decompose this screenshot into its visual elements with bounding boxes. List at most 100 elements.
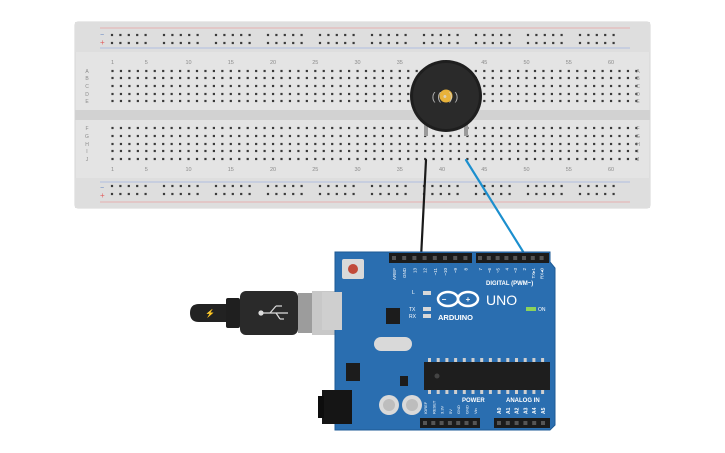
breadboard-hole[interactable] <box>381 69 384 73</box>
breadboard-hole[interactable] <box>153 76 156 80</box>
breadboard-hole[interactable] <box>356 126 359 130</box>
breadboard-hole[interactable] <box>145 149 148 153</box>
breadboard-hole[interactable] <box>238 142 241 146</box>
breadboard-hole[interactable] <box>187 142 190 146</box>
breadboard-hole[interactable] <box>567 99 570 103</box>
breadboard-hole[interactable] <box>593 84 596 88</box>
breadboard-hole[interactable] <box>533 142 537 146</box>
breadboard-hole[interactable] <box>593 126 596 130</box>
breadboard-hole[interactable] <box>584 134 587 138</box>
breadboard-hole[interactable] <box>331 69 334 73</box>
breadboard-hole[interactable] <box>373 134 376 138</box>
breadboard-hole[interactable] <box>322 76 325 80</box>
breadboard-hole[interactable] <box>263 99 266 103</box>
header-pin[interactable] <box>456 421 461 425</box>
breadboard-hole[interactable] <box>517 134 520 138</box>
breadboard-hole[interactable] <box>618 69 621 73</box>
breadboard-hole[interactable] <box>305 92 308 96</box>
header-pin[interactable] <box>478 256 482 260</box>
rail-hole[interactable] <box>240 192 243 196</box>
black-wire[interactable] <box>419 158 428 260</box>
header-pin[interactable] <box>439 421 444 425</box>
breadboard-hole[interactable] <box>339 76 342 80</box>
rail-hole[interactable] <box>283 192 286 196</box>
breadboard-hole[interactable] <box>145 84 148 88</box>
header-pin[interactable] <box>532 421 537 425</box>
breadboard-hole[interactable] <box>601 134 604 138</box>
breadboard-hole[interactable] <box>542 76 545 80</box>
breadboard-hole[interactable] <box>483 92 486 96</box>
rail-hole[interactable] <box>508 192 511 196</box>
rail-hole[interactable] <box>456 184 459 188</box>
breadboard-hole[interactable] <box>567 157 570 161</box>
breadboard-hole[interactable] <box>229 69 232 73</box>
breadboard-hole[interactable] <box>136 99 139 103</box>
breadboard-hole[interactable] <box>525 142 528 146</box>
breadboard-hole[interactable] <box>331 99 334 103</box>
breadboard-hole[interactable] <box>601 92 604 96</box>
breadboard-hole[interactable] <box>533 157 537 161</box>
breadboard-hole[interactable] <box>170 126 173 130</box>
breadboard-hole[interactable] <box>626 92 630 96</box>
breadboard-hole[interactable] <box>381 149 384 153</box>
rail-hole[interactable] <box>508 33 511 37</box>
breadboard-hole[interactable] <box>517 157 520 161</box>
rail-hole[interactable] <box>439 192 442 196</box>
breadboard-hole[interactable] <box>407 99 410 103</box>
breadboard-hole[interactable] <box>136 126 139 130</box>
breadboard-hole[interactable] <box>179 92 182 96</box>
rail-hole[interactable] <box>560 33 563 37</box>
breadboard-hole[interactable] <box>322 84 325 88</box>
breadboard-hole[interactable] <box>440 157 444 161</box>
breadboard-hole[interactable] <box>271 126 275 130</box>
breadboard-hole[interactable] <box>508 157 511 161</box>
rail-hole[interactable] <box>491 33 494 37</box>
rail-hole[interactable] <box>404 41 407 45</box>
breadboard-hole[interactable] <box>381 84 384 88</box>
rail-hole[interactable] <box>431 184 434 188</box>
breadboard-hole[interactable] <box>398 99 401 103</box>
breadboard-hole[interactable] <box>618 99 621 103</box>
breadboard-hole[interactable] <box>576 149 579 153</box>
breadboard-hole[interactable] <box>187 126 190 130</box>
breadboard-hole[interactable] <box>457 157 461 161</box>
breadboard-hole[interactable] <box>221 134 224 138</box>
breadboard-hole[interactable] <box>601 99 604 103</box>
breadboard-hole[interactable] <box>635 126 638 130</box>
breadboard-hole[interactable] <box>119 149 123 153</box>
breadboard-hole[interactable] <box>280 76 283 80</box>
header-holes[interactable] <box>392 256 545 425</box>
breadboard-hole[interactable] <box>263 76 266 80</box>
breadboard-hole[interactable] <box>415 69 418 73</box>
rail-hole[interactable] <box>231 41 234 45</box>
rail-hole[interactable] <box>335 41 338 45</box>
breadboard-hole[interactable] <box>508 126 511 130</box>
rail-hole[interactable] <box>214 33 218 37</box>
rail-hole[interactable] <box>526 192 530 196</box>
breadboard-hole[interactable] <box>136 157 139 161</box>
breadboard-hole[interactable] <box>508 134 511 138</box>
breadboard-hole[interactable] <box>609 126 613 130</box>
rail-hole[interactable] <box>379 33 382 37</box>
breadboard-hole[interactable] <box>229 149 232 153</box>
breadboard-hole[interactable] <box>305 142 308 146</box>
breadboard-hole[interactable] <box>263 126 266 130</box>
breadboard-hole[interactable] <box>618 142 621 146</box>
rail-hole[interactable] <box>335 192 338 196</box>
breadboard-hole[interactable] <box>297 134 300 138</box>
breadboard-hole[interactable] <box>195 99 199 103</box>
rail-hole[interactable] <box>543 192 546 196</box>
rail-hole[interactable] <box>248 33 251 37</box>
breadboard-hole[interactable] <box>162 149 165 153</box>
breadboard-hole[interactable] <box>559 134 562 138</box>
breadboard-hole[interactable] <box>348 149 351 153</box>
rail-hole[interactable] <box>422 41 426 45</box>
breadboard-hole[interactable] <box>559 157 562 161</box>
breadboard-hole[interactable] <box>398 126 401 130</box>
rail-hole[interactable] <box>318 33 322 37</box>
rail-hole[interactable] <box>335 184 338 188</box>
breadboard-hole[interactable] <box>542 69 545 73</box>
breadboard-hole[interactable] <box>331 149 334 153</box>
rail-hole[interactable] <box>448 192 451 196</box>
rail-hole[interactable] <box>327 33 330 37</box>
